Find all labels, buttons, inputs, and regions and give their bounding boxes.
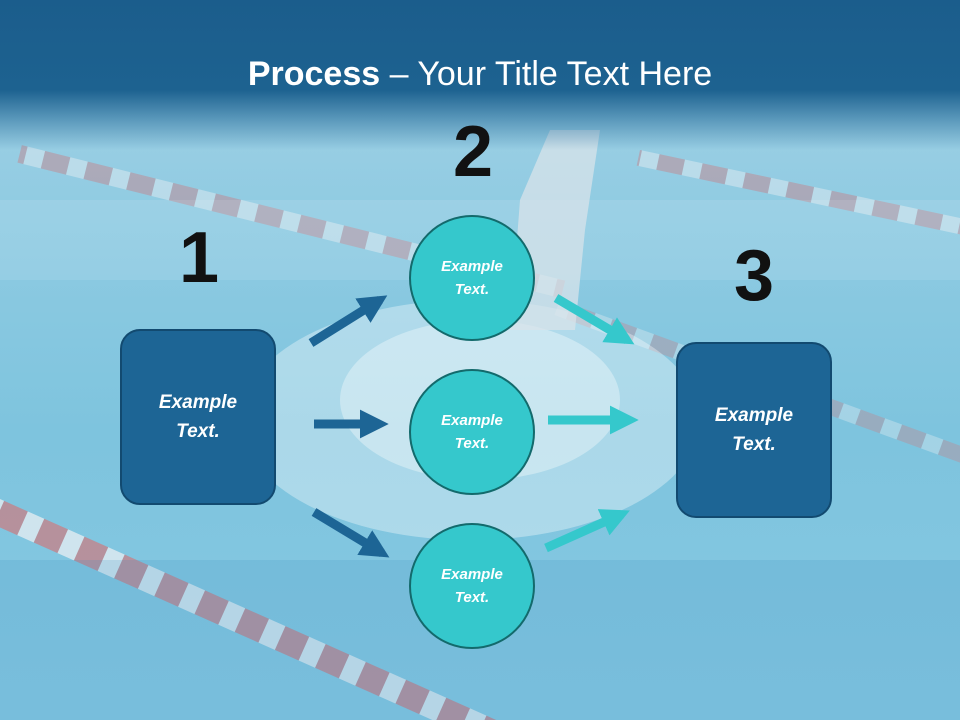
circle-2-line2: Text. [454, 435, 490, 452]
slide-title: Process – Your Title Text Here [0, 52, 960, 96]
arrow-1-to-circle-1 [308, 295, 388, 347]
circle-1-line1: Example [441, 258, 503, 275]
step-number-2: 2 [452, 112, 494, 192]
arrow-1-to-circle-3 [311, 508, 390, 558]
step-number-3: 3 [733, 236, 775, 316]
arrow-circle-1-to-3 [553, 294, 635, 345]
arrow-circle-3-to-3 [544, 509, 630, 553]
step-1-box-line2: Text. [176, 421, 220, 442]
step-3-box-line2: Text. [732, 434, 776, 455]
title-bold: Process [247, 55, 381, 93]
circle-3-line2: Text. [454, 589, 490, 606]
circle-2-line1: Example [441, 412, 503, 429]
title-rest: – Your Title Text Here [380, 55, 713, 93]
step-3-box: Example Text. [676, 342, 832, 518]
step-2-circle-2: Example Text. [409, 369, 535, 495]
circle-3-line1: Example [441, 566, 503, 583]
circle-1-line2: Text. [454, 281, 490, 298]
step-1-box-line1: Example [158, 392, 238, 413]
step-number-1: 1 [178, 218, 220, 298]
step-1-box: Example Text. [120, 329, 276, 505]
step-3-box-line1: Example [714, 405, 794, 426]
title-band [0, 0, 960, 150]
step-2-circle-1: Example Text. [409, 215, 535, 341]
step-2-circle-3: Example Text. [409, 523, 535, 649]
